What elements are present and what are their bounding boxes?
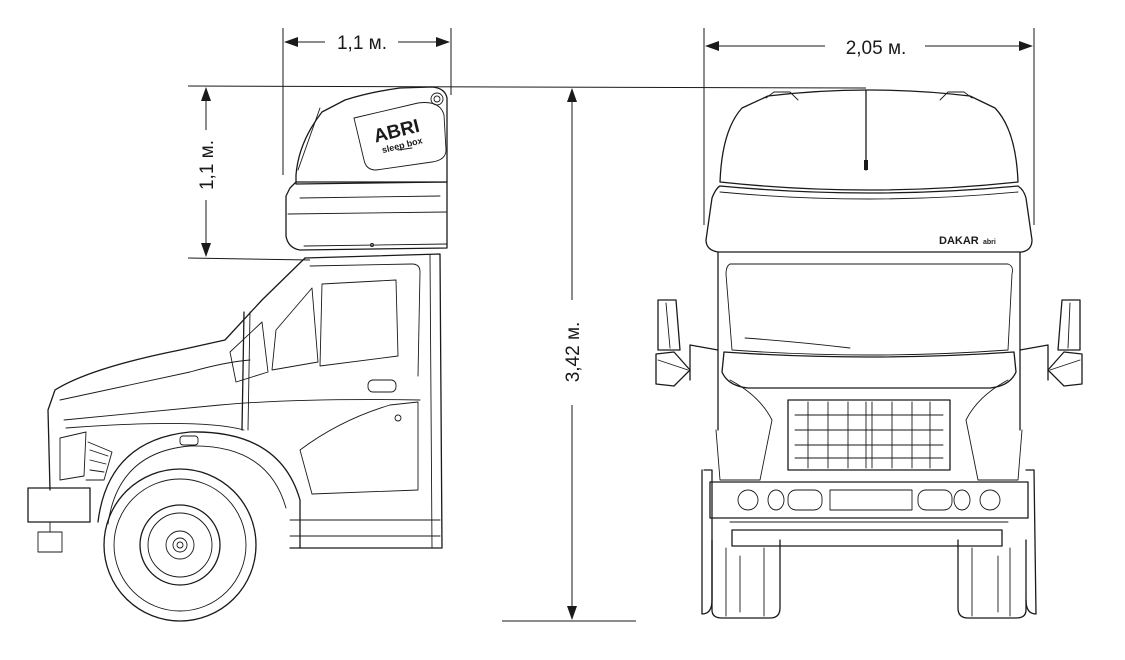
dimension-label-top-left-width: 1,1 м. bbox=[337, 33, 387, 54]
cab-side bbox=[27, 253, 443, 553]
truck-side-view bbox=[27, 86, 448, 622]
front-wheel-side bbox=[97, 431, 301, 622]
dakar-badge-suffix: abri bbox=[983, 239, 996, 246]
dimension-label-left-height: 1,1 м. bbox=[197, 140, 218, 190]
abri-sleep-box-logo: ABRI sleep box bbox=[372, 116, 424, 155]
sleep-box-front bbox=[705, 89, 1033, 253]
truck-front-view bbox=[655, 89, 1083, 619]
dimension-lines bbox=[187, 28, 1035, 622]
dimension-label-total-height: 3,42 м. bbox=[563, 322, 584, 383]
cab-front bbox=[655, 251, 1083, 547]
front-wheels bbox=[701, 469, 1037, 619]
dakar-badge-text: DAKAR bbox=[939, 235, 979, 247]
sleep-box-side bbox=[285, 86, 448, 251]
dimension-label-front-width: 2,05 м. bbox=[846, 38, 907, 59]
